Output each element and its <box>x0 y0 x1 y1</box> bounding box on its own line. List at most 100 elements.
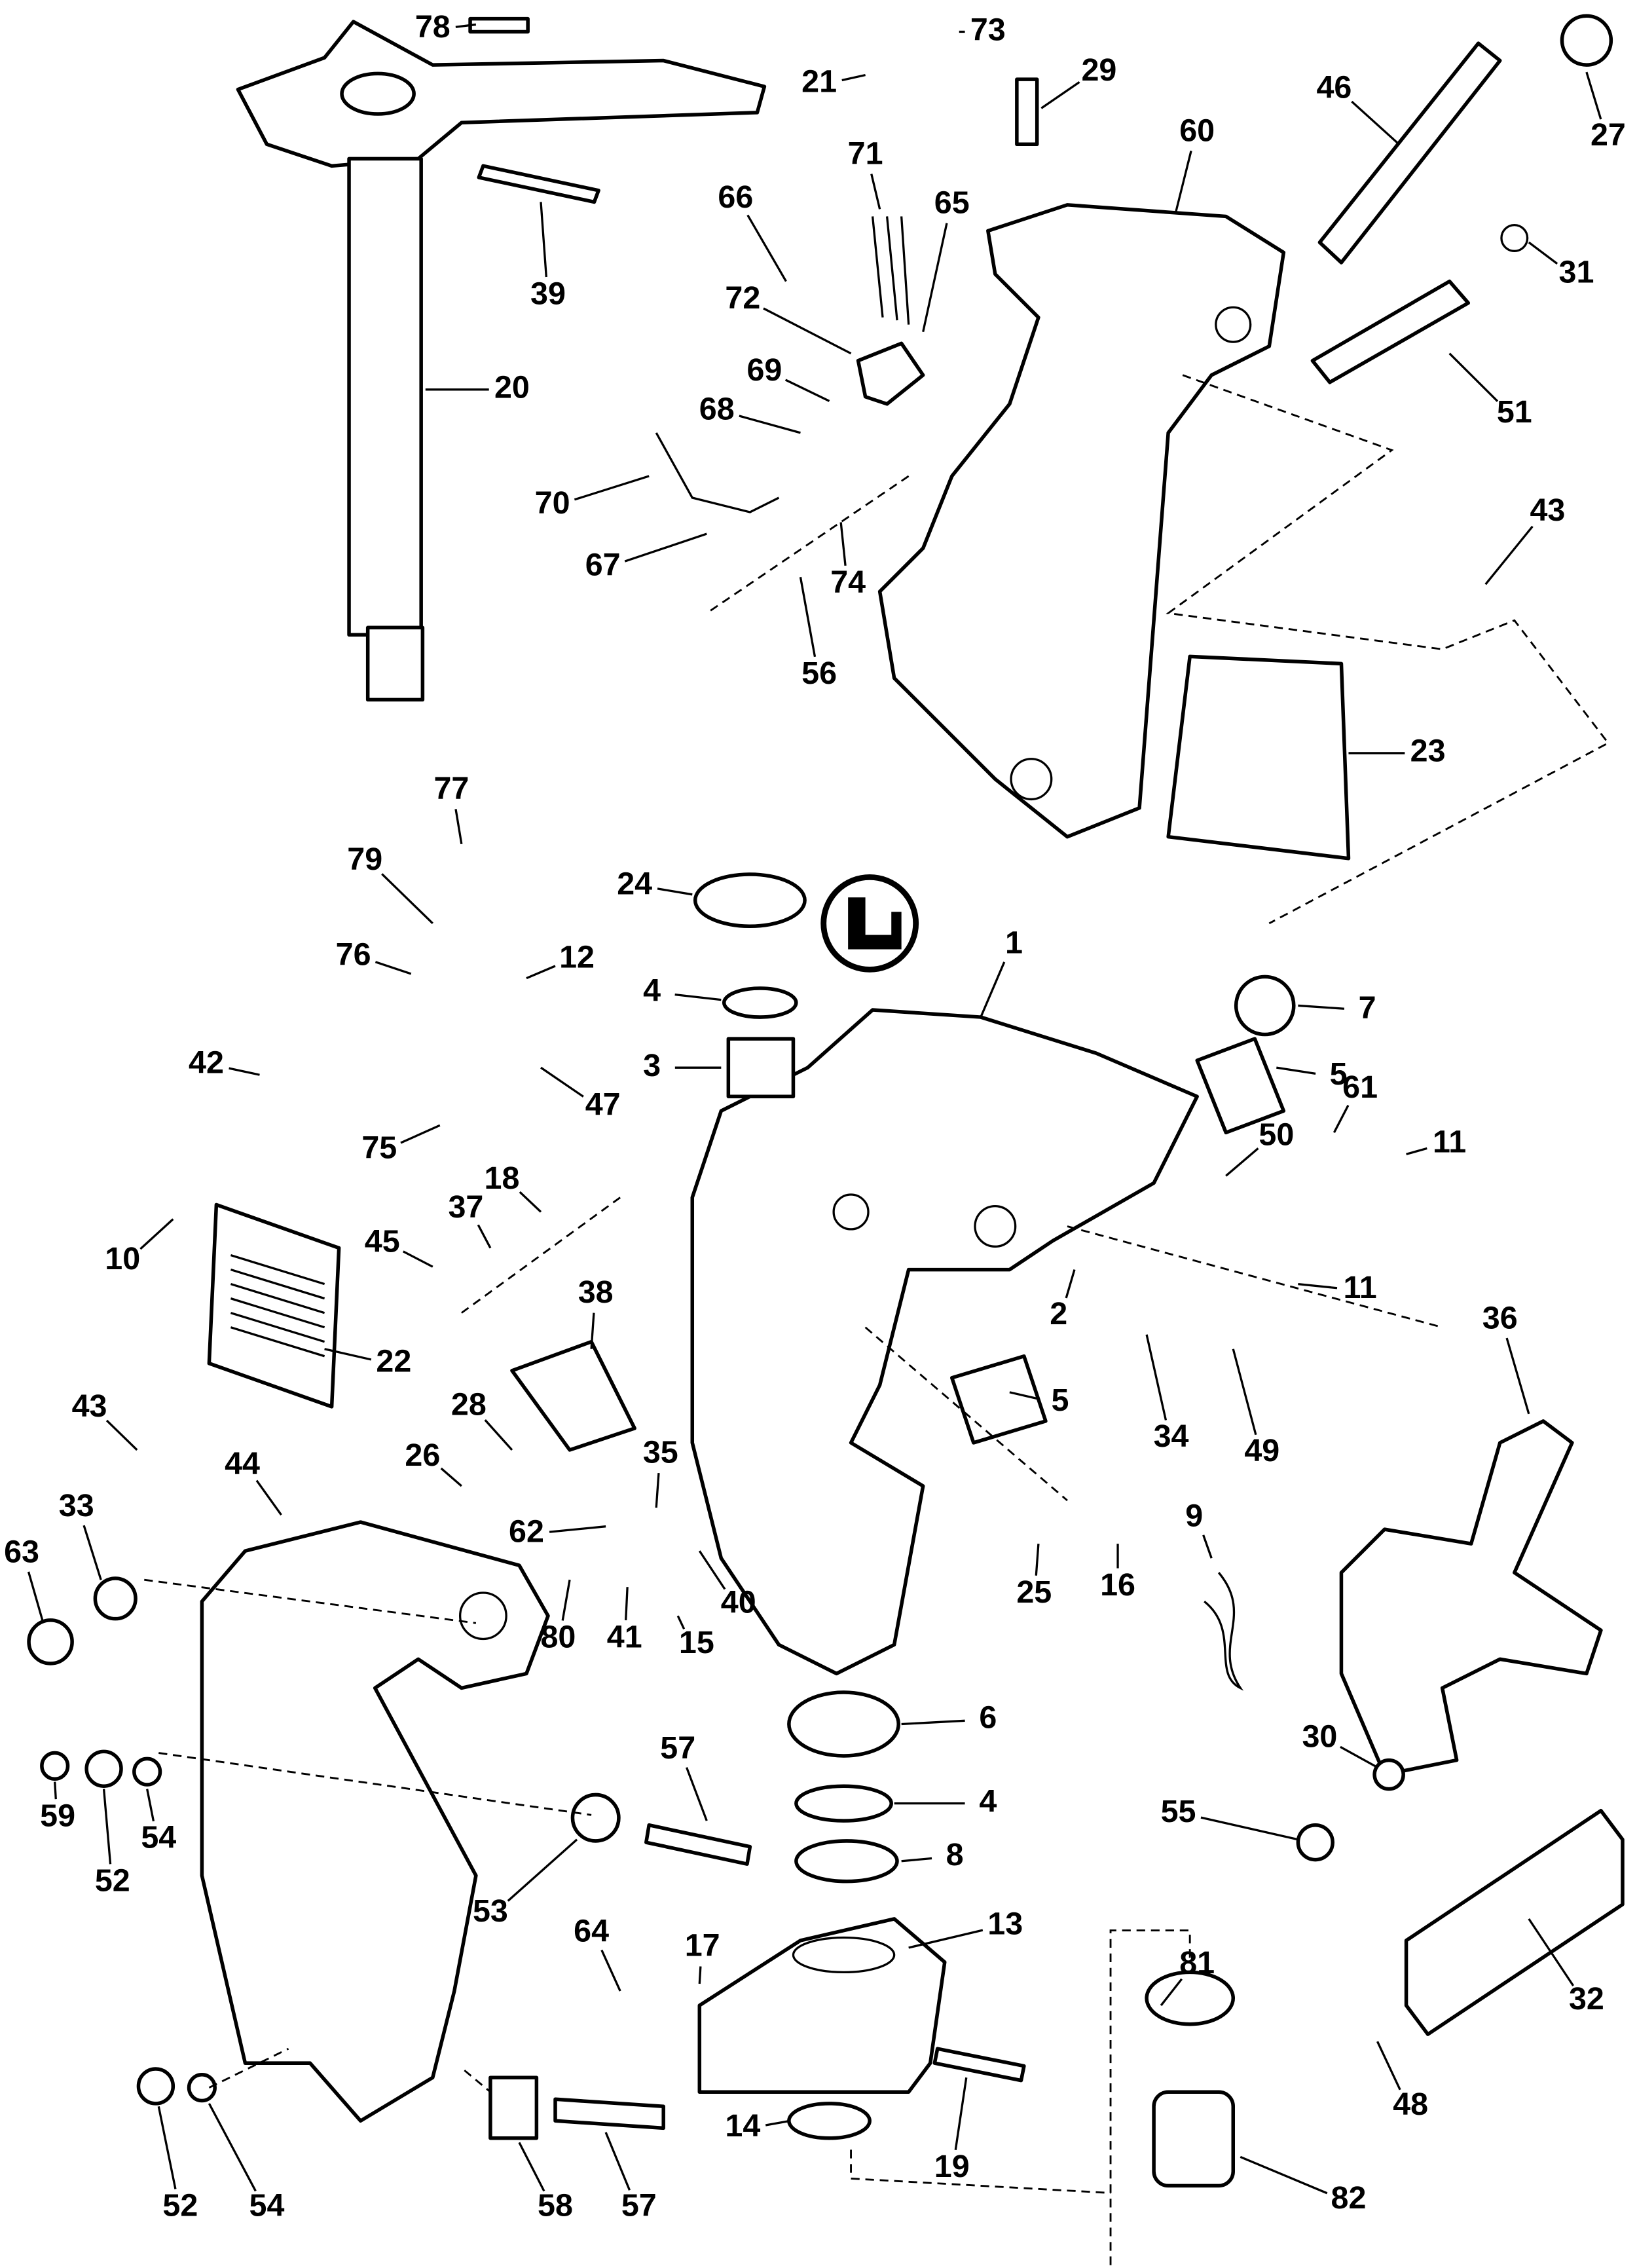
washer-24 <box>693 872 807 929</box>
spring-29 <box>1015 77 1039 147</box>
callout-44: 44 <box>225 1446 282 1516</box>
leader-line <box>841 73 866 82</box>
callout-5: 5 <box>1276 1056 1348 1092</box>
part-number-label: 2 <box>1050 1296 1067 1331</box>
leader-line <box>440 1467 462 1487</box>
leader-line <box>1065 1269 1076 1299</box>
nut-52-lower <box>136 2067 175 2106</box>
leader-line <box>146 1789 155 1822</box>
callout-53: 53 <box>473 1838 578 1929</box>
leader-line <box>400 1124 441 1144</box>
pivot-hole <box>832 1193 870 1231</box>
leader-line <box>1232 1348 1257 1436</box>
callout-61: 61 <box>1333 1069 1378 1134</box>
part-number-label: 14 <box>725 2108 760 2144</box>
leader-line <box>381 873 433 925</box>
seal-lip-orientation-icon <box>820 874 919 973</box>
callout-70: 70 <box>535 475 650 521</box>
nut-52 <box>84 1749 123 1788</box>
part-number-label: 11 <box>1433 1125 1466 1160</box>
part-number-label: 5 <box>1330 1056 1348 1092</box>
leader-line <box>901 1857 932 1863</box>
leader-line <box>698 1966 702 1984</box>
part-number-label: 62 <box>509 1514 544 1550</box>
leader-line <box>1351 100 1400 145</box>
washer-53 <box>570 1793 621 1843</box>
leader-line <box>477 1224 492 1249</box>
leader-line <box>229 1067 260 1076</box>
part-number-label: 33 <box>59 1488 94 1523</box>
washer-54-lower <box>187 2073 217 2103</box>
part-number-label: 47 <box>585 1087 621 1122</box>
part-number-label: 38 <box>578 1274 614 1310</box>
callout-60: 60 <box>1174 113 1215 214</box>
leader-line <box>698 1550 726 1590</box>
callout-42: 42 <box>189 1045 260 1081</box>
wires-71 <box>871 216 910 325</box>
leader-line <box>908 1929 984 1949</box>
part-number-label: 23 <box>1410 734 1446 769</box>
callout-16: 16 <box>1100 1544 1135 1603</box>
bushing-3 <box>726 1037 796 1098</box>
part-number-label: 28 <box>451 1387 487 1422</box>
leader-line <box>1225 1147 1259 1177</box>
bolt-57 <box>644 1823 752 1866</box>
callout-69: 69 <box>746 352 830 402</box>
clamp-hole <box>458 1591 507 1641</box>
spring-9 <box>1204 1572 1244 1691</box>
part-number-label: 25 <box>1016 1574 1052 1610</box>
leader-line <box>1505 1337 1530 1415</box>
leader-line <box>1585 71 1602 120</box>
callout-57: 57 <box>660 1730 708 1821</box>
parts-layer <box>27 14 1625 2265</box>
callout-4: 4 <box>643 973 722 1008</box>
part-number-label: 66 <box>718 179 753 215</box>
leader-line <box>157 2106 177 2189</box>
leader-line <box>590 1312 595 1349</box>
callout-81: 81 <box>1160 1945 1215 2007</box>
part-number-label: 58 <box>538 2187 573 2223</box>
leader-line <box>1298 1004 1345 1010</box>
switch-65 <box>856 341 925 406</box>
leader-line <box>574 475 650 501</box>
part-number-label: 7 <box>1359 990 1376 1026</box>
part-number-label: 21 <box>801 64 837 100</box>
part-number-label: 52 <box>162 2187 198 2223</box>
callout-11: 11 <box>1298 1270 1377 1305</box>
part-number-label: 81 <box>1179 1945 1215 1980</box>
cover-22 <box>207 1202 341 1409</box>
leader-line <box>484 1419 513 1451</box>
leader-line <box>604 2132 631 2191</box>
part-number-label: 44 <box>225 1446 260 1481</box>
part-number-label: 1 <box>1005 925 1023 961</box>
leader-line <box>765 2119 791 2127</box>
part-number-label: 69 <box>746 352 782 388</box>
part-number-label: 9 <box>1185 1498 1203 1533</box>
part-number-label: 48 <box>1393 2087 1428 2122</box>
part-number-label: 80 <box>540 1619 576 1654</box>
callout-77: 77 <box>433 771 469 844</box>
callout-38: 38 <box>578 1274 614 1349</box>
pivot-hole <box>974 1204 1017 1248</box>
part-number-label: 77 <box>433 771 469 806</box>
leader-line <box>1333 1105 1350 1134</box>
leader-line <box>676 1615 686 1630</box>
nut-27 <box>1560 14 1613 67</box>
leader-line <box>507 1838 578 1902</box>
bracket-hole <box>1010 758 1053 801</box>
callout-28: 28 <box>451 1387 513 1451</box>
block-32 <box>1404 1808 1625 2036</box>
part-number-label: 54 <box>249 2187 285 2223</box>
part-number-label: 26 <box>405 1438 440 1473</box>
part-number-label: 68 <box>699 392 735 427</box>
leader-line <box>657 887 693 896</box>
part-number-label: 10 <box>105 1241 140 1276</box>
part-number-label: 60 <box>1179 113 1215 148</box>
callout-67: 67 <box>585 532 707 583</box>
part-number-label: 74 <box>830 565 866 600</box>
callout-50: 50 <box>1225 1117 1294 1177</box>
lever-70 <box>655 432 780 513</box>
bushing-5-upper <box>1195 1037 1286 1135</box>
bracket-hole <box>1215 306 1252 343</box>
callout-79: 79 <box>347 842 433 925</box>
